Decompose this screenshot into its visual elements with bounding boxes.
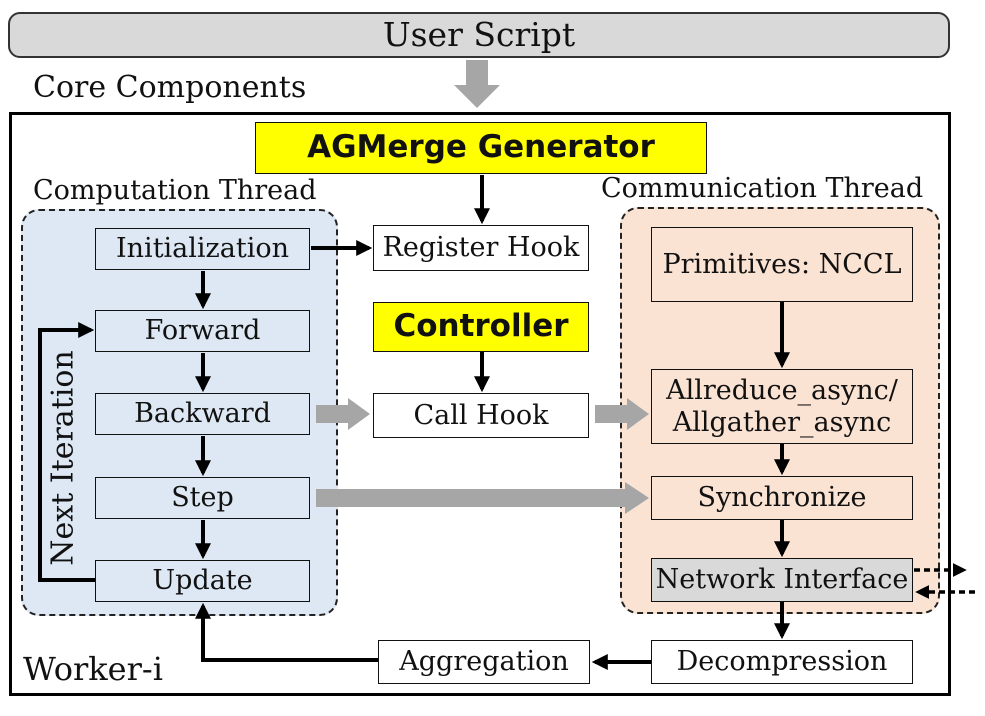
step-label: Step [171, 482, 234, 514]
initialization-label: Initialization [116, 233, 289, 265]
forward-label: Forward [144, 315, 261, 347]
agmerge-generator-box: AGMerge Generator [255, 122, 707, 174]
decompression-box: Decompression [651, 640, 913, 684]
core-components-frame [9, 112, 951, 696]
step-to-synchronize-arrow [316, 482, 649, 514]
agmerge-generator-label: AGMerge Generator [307, 129, 655, 166]
register-hook-box: Register Hook [373, 225, 589, 271]
allreduce-async-label: Allreduce_async/ [666, 375, 898, 407]
controller-box: Controller [373, 302, 589, 352]
aggregation-to-update-arrow [195, 602, 378, 662]
communication-thread-title: Communication Thread [601, 173, 924, 204]
next-iteration-loop-arrow [38, 322, 95, 582]
decompression-label: Decompression [676, 646, 888, 678]
backward-box: Backward [95, 393, 310, 435]
backward-label: Backward [134, 398, 271, 430]
core-components-label: Core Components [33, 70, 307, 105]
user-script-arrow [454, 60, 500, 108]
async-ops-box: Allreduce_async/ Allgather_async [651, 369, 913, 444]
synchronize-label: Synchronize [697, 482, 867, 514]
register-hook-label: Register Hook [382, 232, 580, 264]
aggregation-box: Aggregation [378, 640, 590, 684]
aggregation-label: Aggregation [399, 646, 569, 678]
step-box: Step [95, 477, 310, 519]
network-interface-box: Network Interface [651, 558, 913, 602]
worker-label: Worker-i [23, 650, 163, 688]
user-script-label: User Script [382, 15, 576, 55]
backward-to-call-arrow [316, 398, 370, 430]
primitives-box: Primitives: NCCL [651, 227, 913, 302]
initialization-box: Initialization [95, 228, 310, 270]
update-label: Update [152, 565, 253, 597]
network-interface-label: Network Interface [655, 564, 909, 596]
forward-box: Forward [95, 310, 310, 352]
synchronize-box: Synchronize [651, 476, 913, 520]
primitives-label: Primitives: NCCL [662, 248, 902, 280]
call-hook-box: Call Hook [373, 393, 589, 438]
call-hook-label: Call Hook [413, 399, 549, 431]
user-script-bar: User Script [8, 12, 950, 58]
computation-thread-title: Computation Thread [33, 175, 317, 206]
controller-label: Controller [393, 308, 569, 345]
call-to-async-arrow [595, 398, 649, 430]
update-box: Update [95, 560, 310, 602]
allgather-async-label: Allgather_async [672, 406, 892, 438]
